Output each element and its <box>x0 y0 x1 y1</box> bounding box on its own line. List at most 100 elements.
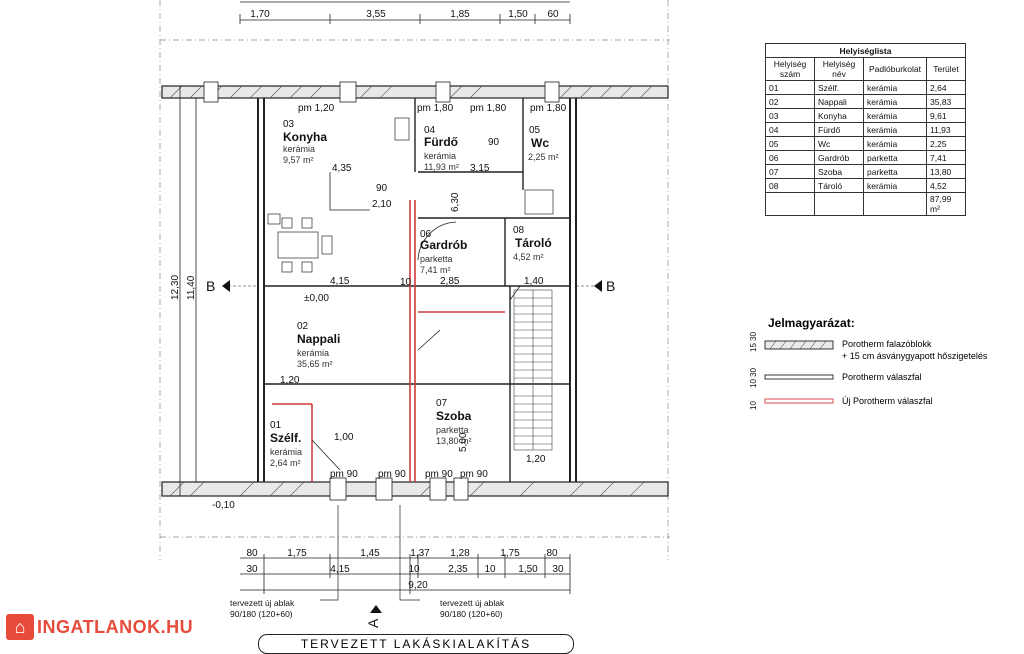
parapet-label: pm 90 <box>330 469 358 480</box>
parapet-label: pm 1,80 <box>470 103 507 114</box>
parapet-label: pm 1,20 <box>298 103 335 114</box>
room-area: 4,52 m² <box>513 252 544 262</box>
cell: kerámia <box>863 80 927 95</box>
dim-label: 90 <box>488 137 500 148</box>
left-dim-inner: 11,40 <box>186 275 197 300</box>
room-number: 06 <box>420 229 432 240</box>
parapet-label: pm 90 <box>378 469 406 480</box>
cell: 35,83 <box>926 94 966 109</box>
cell: 07 <box>765 164 815 179</box>
drawing-title: TERVEZETT LAKÁSKIALAKÍTÁS <box>258 634 574 654</box>
cell: 4,52 <box>926 178 966 193</box>
room-name: Gardrób <box>420 238 467 252</box>
dim-label: 1,20 <box>280 375 300 386</box>
cell: 11,93 <box>926 122 966 137</box>
room-name: Nappali <box>297 332 340 346</box>
dim-label: 3,15 <box>470 163 490 174</box>
bottom-dim: 80 <box>546 548 558 559</box>
room-number: 02 <box>297 321 309 332</box>
cell: Tároló <box>814 178 864 193</box>
parapet-label: pm 90 <box>460 469 488 480</box>
room-area: 2,25 m² <box>528 152 559 162</box>
dim-label: 10 <box>400 277 412 288</box>
section-mark-b: B <box>206 278 215 294</box>
watermark-logo: ⌂ INGATLANOK.HU <box>6 614 193 640</box>
room-floor: parketta <box>420 254 453 264</box>
top-dim-3: 1,85 <box>450 9 470 20</box>
room-floor: kerámia <box>424 151 456 161</box>
cell: kerámia <box>863 108 927 123</box>
cell: Konyha <box>814 108 864 123</box>
cell: kerámia <box>863 136 927 151</box>
cell: 2,25 <box>926 136 966 151</box>
cell: parketta <box>863 150 927 165</box>
window-note: tervezett új ablak <box>230 598 295 608</box>
level-label: ±0,00 <box>304 293 329 304</box>
dim-label: 5,00 <box>458 432 469 452</box>
cell: 03 <box>765 108 815 123</box>
bottom-dim: 10 <box>408 564 420 575</box>
dim-label: 1,20 <box>526 454 546 465</box>
bottom-dim: 1,75 <box>500 548 520 559</box>
room-name: Fürdő <box>424 135 458 149</box>
dim-label: 4,15 <box>330 276 350 287</box>
bottom-dim: 4,15 <box>330 564 350 575</box>
room-list-title: Helyiséglista <box>765 43 966 58</box>
window-note: 90/180 (120+60) <box>230 609 293 619</box>
dim-label: 90 <box>376 183 388 194</box>
legend-label: + 15 cm ásványgyapott hőszigetelés <box>842 351 988 361</box>
dim-label: 2,85 <box>440 276 460 287</box>
legend-label: Porotherm falazóblokk <box>842 339 932 349</box>
room-name: Konyha <box>283 130 327 144</box>
room-name: Wc <box>531 136 549 150</box>
cell: parketta <box>863 164 927 179</box>
cell: 7,41 <box>926 150 966 165</box>
cell: 13,80 <box>926 164 966 179</box>
dim-label: 6,30 <box>450 192 461 212</box>
parapet-label: pm 1,80 <box>530 103 567 114</box>
bottom-dim: 1,45 <box>360 548 380 559</box>
bottom-total: 9,20 <box>408 580 428 591</box>
bottom-dim: 1,75 <box>287 548 307 559</box>
cell: kerámia <box>863 178 927 193</box>
legend-title: Jelmagyarázat: <box>768 316 855 330</box>
bottom-dim: 80 <box>246 548 258 559</box>
col-header: Terület <box>926 57 966 81</box>
legend-tag: 10 <box>749 401 758 410</box>
dim-label: 1,00 <box>334 432 354 443</box>
top-dim-1: 1,70 <box>250 9 270 20</box>
room-floor: kerámia <box>283 144 315 154</box>
cell: Fürdő <box>814 122 864 137</box>
legend-label: Porotherm válaszfal <box>842 372 922 382</box>
room-floor: parketta <box>436 425 469 435</box>
window-note: 90/180 (120+60) <box>440 609 503 619</box>
cell: Gardrób <box>814 150 864 165</box>
cell: 06 <box>765 150 815 165</box>
dim-label: 4,35 <box>332 163 352 174</box>
room-area: 35,65 m² <box>297 359 333 369</box>
cell: kerámia <box>863 122 927 137</box>
room-number: 07 <box>436 398 448 409</box>
dim-label: 2,10 <box>372 199 392 210</box>
top-dim-2: 3,55 <box>366 9 386 20</box>
room-number: 01 <box>270 420 282 431</box>
dim-label: 1,40 <box>524 276 544 287</box>
room-area: 13,80 m² <box>436 436 472 446</box>
room-area: 11,93 m² <box>424 162 459 172</box>
cell: Wc <box>814 136 864 151</box>
room-area: 9,57 m² <box>283 155 314 165</box>
cell: Nappali <box>814 94 864 109</box>
parapet-label: pm 1,80 <box>417 103 454 114</box>
legend-label: Új Porotherm válaszfal <box>842 396 933 406</box>
top-dim-5: 60 <box>547 9 559 20</box>
window-note: tervezett új ablak <box>440 598 505 608</box>
bottom-dim: 10 <box>484 564 496 575</box>
